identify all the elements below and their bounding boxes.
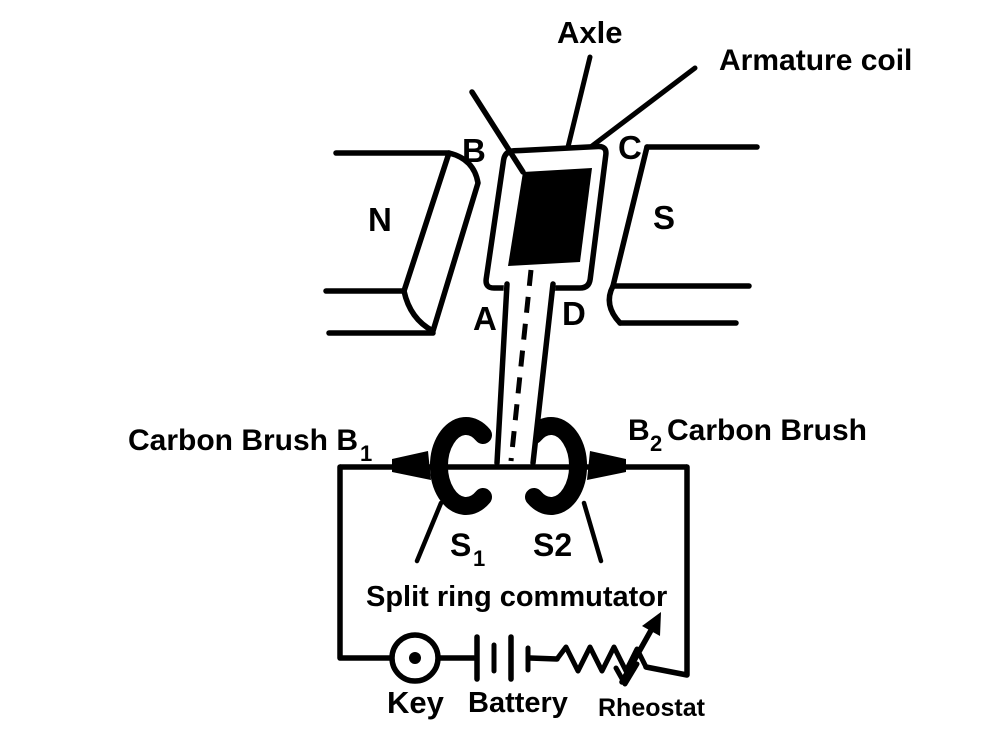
circuit-wire-right	[643, 464, 690, 678]
coil-corner-c-label: C	[618, 129, 642, 166]
coil-corner-a-label: A	[473, 300, 497, 337]
circuit-loop	[337, 464, 690, 678]
carbon-brush-b2-subscript: 2	[650, 431, 662, 456]
axle-shaft-right-edge	[530, 281, 556, 466]
south-pole-label: S	[653, 199, 675, 236]
rheostat-wiper-contact	[613, 661, 640, 687]
s-pole-face-edge	[610, 144, 650, 289]
split-ring-commutator-label: Split ring commutator	[366, 581, 667, 613]
split-ring-leader-left	[414, 500, 444, 564]
axle-center-dashed-line	[508, 269, 534, 462]
circuit-wire-left	[337, 464, 396, 661]
segment-s1-label: S	[450, 527, 471, 563]
armature-coil-leader-line	[589, 65, 698, 149]
magnet-s-pole	[606, 144, 760, 326]
segment-s1-subscript: 1	[473, 546, 485, 571]
key-label: Key	[387, 685, 445, 720]
key-center-dot	[409, 652, 421, 664]
split-ring-leader-right	[581, 500, 604, 564]
coil-corner-b-label: B	[462, 132, 486, 169]
axle-rear-line	[469, 89, 526, 175]
battery-symbol	[474, 634, 531, 682]
brush-b1	[392, 451, 431, 480]
axle-shaft-left-edge	[494, 281, 510, 466]
north-pole-label: N	[368, 201, 392, 238]
segment-s2-label: S2	[533, 527, 572, 563]
rheostat-arrow	[613, 612, 661, 687]
armature-coil-core	[508, 168, 592, 266]
carbon-brush-b1-label: Carbon Brush B	[128, 424, 358, 457]
battery-label: Battery	[468, 687, 568, 719]
n-pole-face	[401, 150, 481, 334]
s-pole-face-curve	[606, 283, 623, 326]
circuit-wire-battery-to-rheostat	[527, 655, 560, 662]
coil-corner-d-label: D	[562, 295, 586, 332]
carbon-brush-b2-base: B	[628, 414, 650, 447]
armature-coil-label: Armature coil	[719, 44, 912, 77]
magnet-n-pole	[323, 150, 481, 336]
carbon-brush-b2-label: Carbon Brush	[667, 414, 867, 447]
axle-leader-line	[565, 54, 593, 150]
rheostat-label: Rheostat	[598, 694, 706, 722]
rheostat-arrow-shaft	[619, 622, 657, 685]
brush-b2	[587, 451, 626, 480]
rheostat-arrow-head	[642, 612, 661, 636]
axle-label: Axle	[557, 15, 622, 50]
axle-shaft-body	[495, 282, 556, 466]
carbon-brush-b1-subscript: 1	[360, 441, 372, 466]
